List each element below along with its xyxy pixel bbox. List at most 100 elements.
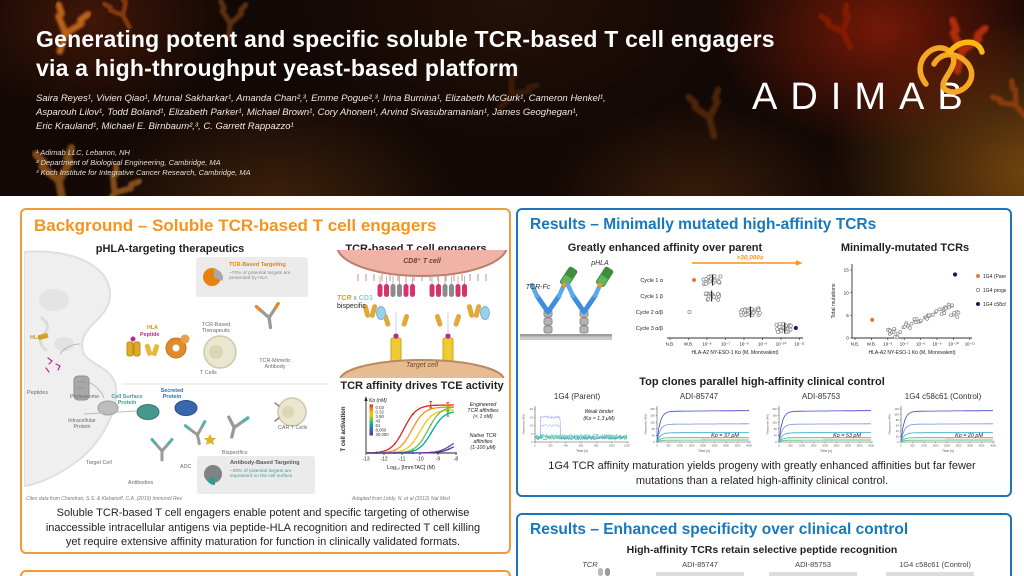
svg-text:0: 0 [778, 443, 780, 447]
results2-col-adi85747: ADI-85747 [682, 560, 718, 569]
svg-text:HLA-A2 NY-ESO-1 Kᴅ (M, Monoval: HLA-A2 NY-ESO-1 Kᴅ (M, Monovalent) [691, 350, 778, 356]
svg-text:2500: 2500 [956, 443, 962, 447]
svg-text:10⁻⁷: 10⁻⁷ [721, 342, 730, 347]
label-tcr-mimetic: TCR-Mimetic Antibody [259, 358, 291, 371]
svg-text:0: 0 [653, 440, 655, 444]
svg-text:120: 120 [894, 407, 899, 411]
authors-line1: Saira Reyes¹, Vivien Qiao¹, Mrunal Sakha… [36, 93, 606, 104]
pie1-text: ~70% of potential targets are presented … [229, 271, 291, 282]
label-hla: HLA [30, 335, 42, 341]
svg-text:80: 80 [774, 427, 777, 431]
svg-text:80: 80 [896, 418, 899, 422]
label-peptides: Peptides [27, 390, 48, 396]
svg-text:Cycle 1 β: Cycle 1 β [640, 294, 663, 300]
sensorgram3-title: ADI-85753 [801, 392, 841, 401]
svg-text:-11: -11 [399, 457, 406, 463]
svg-text:10⁻⁶: 10⁻⁶ [883, 342, 892, 347]
svg-text:20: 20 [530, 407, 533, 411]
svg-text:Log₁₀ [ImmTAC] (M): Log₁₀ [ImmTAC] (M) [387, 465, 435, 471]
svg-text:(Kᴅ ≈ 1.3 μM): (Kᴅ ≈ 1.3 μM) [583, 416, 615, 422]
affiliation-2: ² Department of Biological Engineering, … [36, 158, 221, 167]
svg-text:0: 0 [900, 443, 902, 447]
authors-line2: Asparouh Lilov¹, Todd Boland¹, Elizabeth… [36, 107, 579, 118]
svg-text:-12: -12 [380, 457, 387, 463]
svg-text:0: 0 [846, 336, 849, 341]
label-bispecific: bispecific [337, 303, 366, 311]
svg-text:4000: 4000 [868, 443, 874, 447]
svg-text:5: 5 [531, 432, 533, 436]
svg-text:-10: -10 [416, 457, 423, 463]
svg-text:Time (s): Time (s) [576, 449, 588, 453]
affiliation-3: ³ Koch Institute for Integrative Cancer … [36, 168, 251, 177]
svg-text:0: 0 [897, 440, 899, 444]
svg-text:Native TCR: Native TCR [470, 433, 497, 439]
sensorgram4-title: 1G4 c58c61 (Control) [904, 392, 982, 401]
results2-title: Results – Enhanced specificity over clin… [530, 521, 909, 538]
heatmap-strip-1 [656, 572, 744, 576]
svg-text:200: 200 [548, 443, 553, 447]
svg-text:Time (s): Time (s) [698, 449, 710, 453]
ab-targeting-pie-icon [204, 465, 222, 486]
label-tcr-therapeutic: TCR-Based Therapeutic [201, 322, 231, 335]
poster-title-line1: Generating potent and specific soluble T… [36, 26, 775, 52]
svg-text:1000: 1000 [921, 443, 927, 447]
svg-text:1000: 1000 [609, 443, 615, 447]
results1-summary: 1G4 TCR affinity maturation yields proge… [548, 460, 976, 487]
tcr-targeting-pie-icon [203, 268, 224, 286]
svg-text:500: 500 [788, 443, 793, 447]
svg-text:200: 200 [772, 407, 777, 411]
svg-text:600: 600 [579, 443, 584, 447]
svg-text:N.B.: N.B. [666, 342, 675, 347]
label-adc: ADC [180, 464, 192, 470]
pie2-title: Antibody-Based Targeting [230, 460, 300, 466]
svg-text:10⁻¹⁰: 10⁻¹⁰ [948, 342, 959, 347]
label-cd8-t-cell: CD8⁺ T cell [403, 258, 441, 265]
label-hla-2: HLA [147, 325, 159, 331]
sensorgram2-title: ADI-85747 [679, 392, 719, 401]
label-intracellular-protein: Intracellular Protein [68, 418, 96, 431]
label-tcr-fc: TCR-Fc [525, 284, 551, 291]
svg-text:500: 500 [910, 443, 915, 447]
svg-text:0: 0 [775, 440, 777, 444]
svg-text:80: 80 [652, 427, 655, 431]
svg-text:Response (RU): Response (RU) [644, 414, 648, 435]
label-tcr: TCR [337, 295, 352, 302]
phla-therapeutics-diagram [24, 250, 329, 488]
adimab-knot-icon [917, 39, 985, 95]
svg-text:10⁻⁸: 10⁻⁸ [916, 342, 925, 347]
svg-text:2500: 2500 [834, 443, 840, 447]
background-summary: Soluble TCR-based T cell engagers enable… [45, 507, 481, 549]
pie1-title: TCR-Based Targeting [229, 262, 286, 268]
svg-text:Kᴅ (nM): Kᴅ (nM) [369, 398, 387, 404]
svg-text:Response (RU): Response (RU) [888, 414, 892, 435]
label-cd3: CD3 [358, 295, 373, 302]
label-peptide: Peptide [140, 332, 160, 338]
label-tcr-cd3-bispecific: TCR x CD3 bispecific [337, 295, 373, 312]
svg-text:W.B.: W.B. [684, 342, 694, 347]
svg-text:T cell activation: T cell activation [341, 406, 347, 451]
results1-subhead-right: Minimally-mutated TCRs [840, 242, 970, 254]
citation-left: Cites data from Chandran, S.S. & Klebano… [26, 496, 182, 502]
svg-text:Cycle 2 α/β: Cycle 2 α/β [636, 310, 663, 316]
svg-text:10⁻⁸: 10⁻⁸ [739, 342, 748, 347]
svg-text:2000: 2000 [700, 443, 706, 447]
results2-subhead: High-affinity TCRs retain selective pept… [626, 544, 898, 556]
svg-text:(< 1 nM): (< 1 nM) [473, 414, 493, 420]
label-t-cells: T Cells [200, 370, 217, 376]
svg-text:-13: -13 [362, 457, 369, 463]
svg-text:10⁻⁹: 10⁻⁹ [758, 342, 767, 347]
label-x: x [353, 295, 357, 302]
authors-line3: Eric Krauland¹, Michael E. Birnbaum²,³, … [36, 121, 294, 132]
svg-text:10: 10 [844, 290, 850, 295]
svg-text:43: 43 [376, 418, 381, 423]
svg-text:30,000: 30,000 [376, 432, 390, 437]
label-phla: pHLA [591, 260, 609, 267]
header-banner: Generating potent and specific soluble T… [0, 0, 1024, 196]
sensorgram-section-title: Top clones parallel high-affinity clinic… [639, 376, 885, 388]
svg-text:1G4 progeny: 1G4 progeny [983, 288, 1006, 294]
label-secreted-protein: Secreted Protein [160, 388, 184, 401]
